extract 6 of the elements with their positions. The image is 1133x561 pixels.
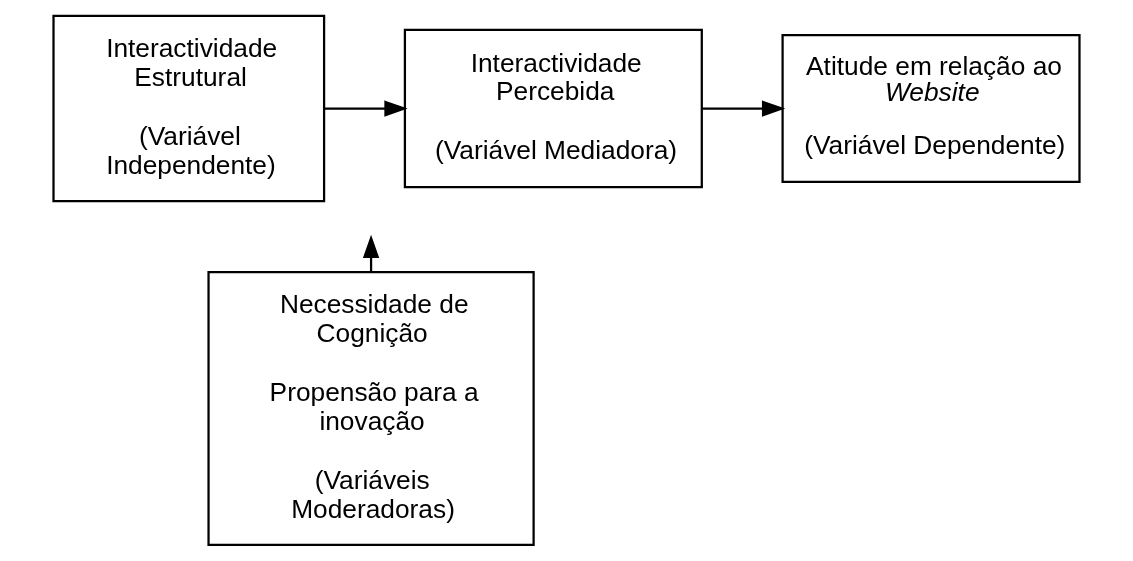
node-box: Necessidade de Cognição Propensão para a inovação (Variáveis Moderadoras) bbox=[207, 270, 535, 547]
node-box: Atitude em relação ao Website (Variável Dependente) bbox=[781, 34, 1081, 183]
arrow bbox=[324, 100, 408, 117]
node-box: Interactividade Percebida (Variável Mediadora) bbox=[403, 28, 703, 189]
node-box: Interactividade Estrutural (Variável Independente) bbox=[52, 14, 326, 203]
arrow bbox=[702, 100, 786, 117]
